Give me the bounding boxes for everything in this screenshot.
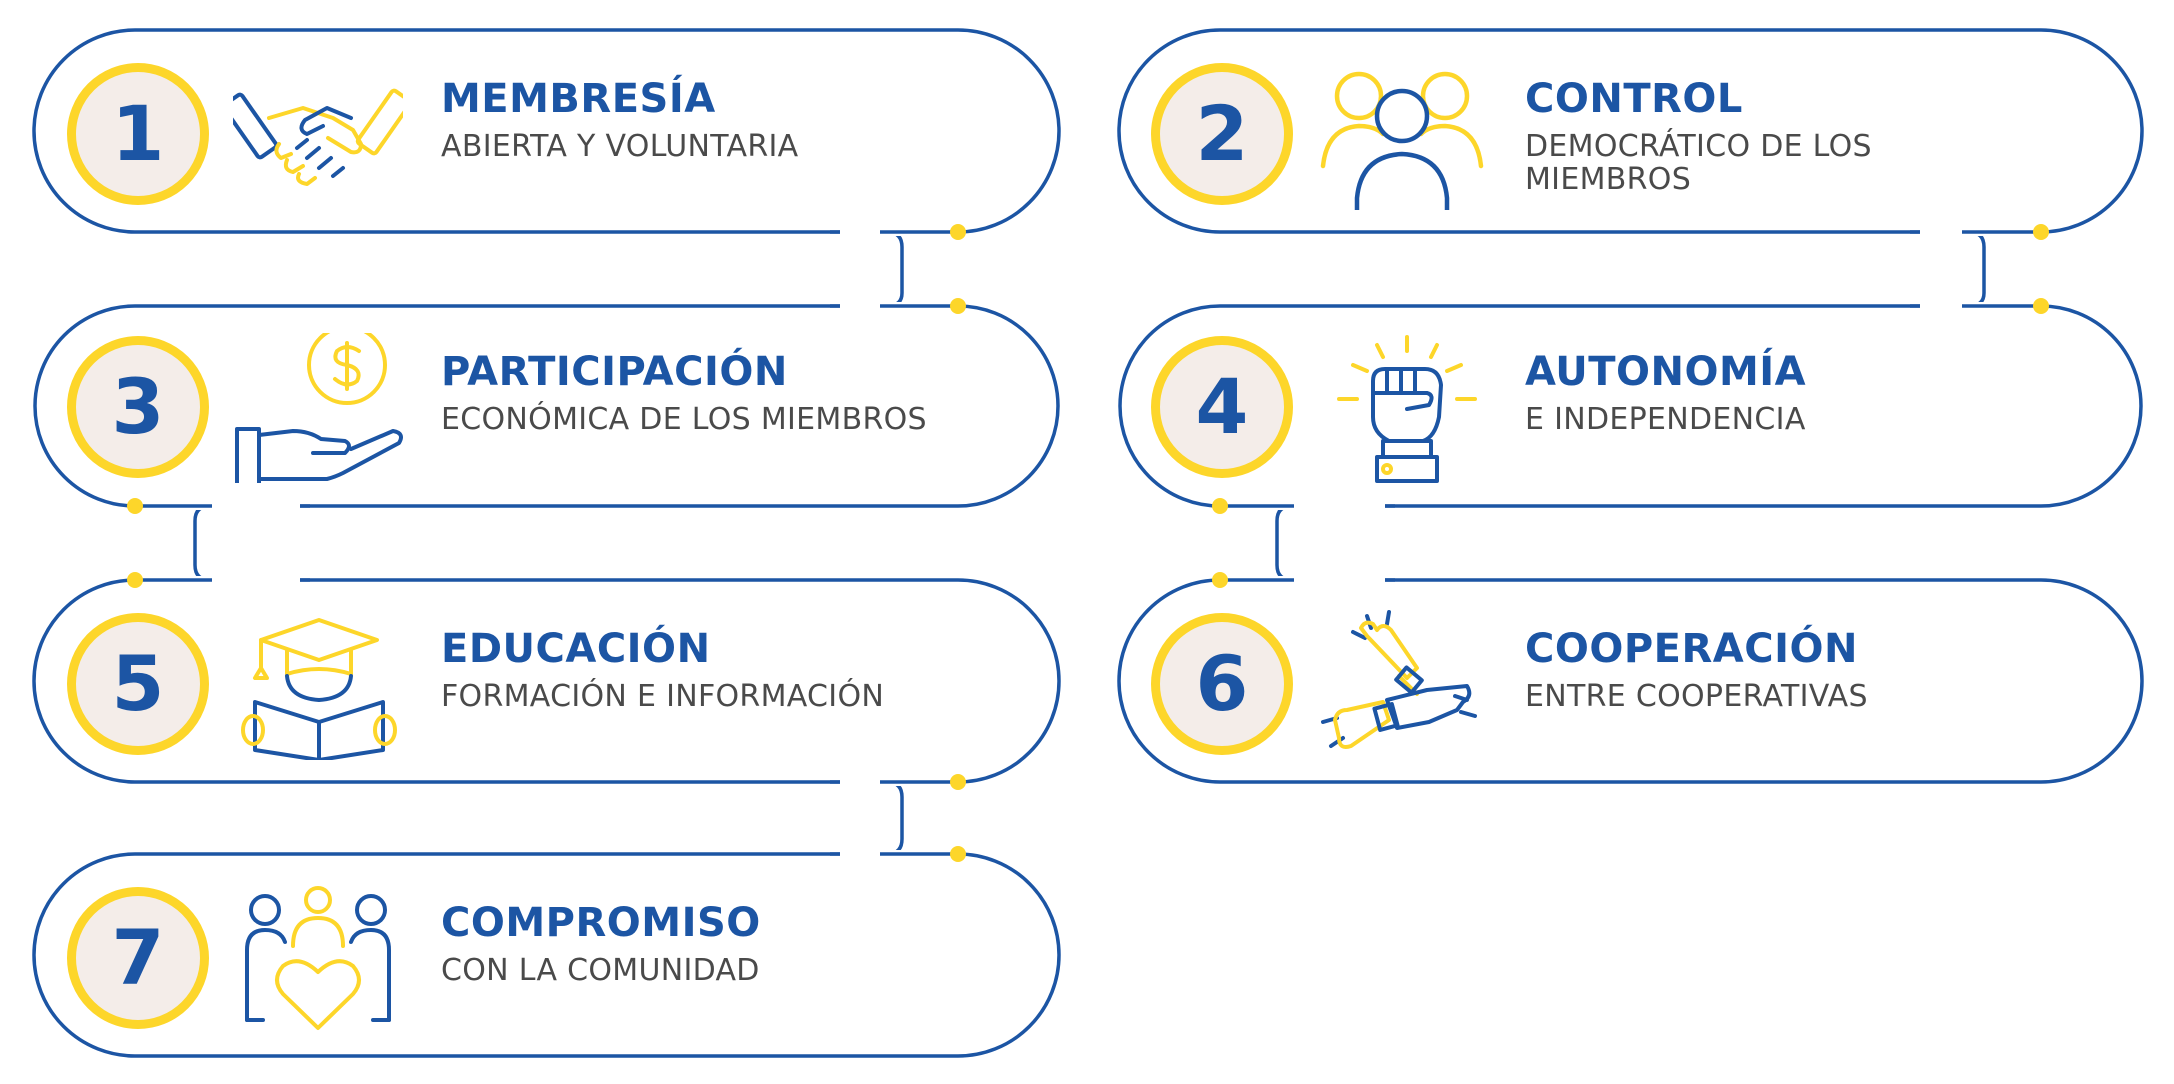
principle-subtitle: ABIERTA Y VOLUNTARIA <box>441 129 799 164</box>
principle-4: 4 AUTONOMÍA E INDEPENDENCIA <box>1117 303 2174 513</box>
community-heart-icon <box>245 886 391 1030</box>
track-right-6 <box>1117 578 2144 784</box>
graduate-reading-icon <box>241 618 397 760</box>
hand-coin-icon <box>235 333 403 483</box>
junction-dot <box>2033 298 2049 314</box>
raised-fist-icon <box>1337 335 1477 483</box>
handshake-icon <box>233 88 403 186</box>
link-right-2-4 <box>1910 230 1986 308</box>
junction-dot <box>950 224 966 240</box>
junction-dot <box>1212 572 1228 588</box>
joined-hands-icon <box>1321 610 1477 749</box>
link-left-1-3 <box>830 230 904 308</box>
track-right-2 <box>1117 28 2144 234</box>
principle-1: 1 MEMBRESÍA ABIERTA Y VOLUNTARIA <box>33 30 1093 240</box>
number-badge: 3 <box>67 336 209 478</box>
link-left-5-7 <box>830 780 904 856</box>
link-right-4-6 <box>1275 504 1395 582</box>
junction-dot <box>950 846 966 862</box>
junction-dot <box>950 774 966 790</box>
principle-5: 5 EDUCACIÓN FORMACIÓN E INFORMACIÓN <box>33 580 1093 790</box>
link-left-3-5 <box>193 504 310 582</box>
track-left-7 <box>32 852 1061 1058</box>
group-people-icon <box>1320 71 1484 210</box>
principle-7: 7 COMPROMISO CON LA COMUNIDAD <box>33 854 1093 1064</box>
principle-subtitle: ENTRE COOPERATIVAS <box>1525 679 1868 714</box>
number-badge: 6 <box>1151 613 1293 755</box>
principle-subtitle: CON LA COMUNIDAD <box>441 953 760 988</box>
principle-subtitle: E INDEPENDENCIA <box>1525 402 1806 437</box>
principle-3: 3 PARTICIPACIÓN ECONÓMICA DE LOS MIEMBRO… <box>33 303 1093 513</box>
principle-title: PARTICIPACIÓN <box>441 349 788 395</box>
principle-title: CONTROL <box>1525 76 1743 122</box>
junction-dot <box>1212 498 1228 514</box>
track-left-1 <box>32 28 1061 234</box>
track-left-5 <box>32 578 1061 784</box>
principle-title: COOPERACIÓN <box>1525 626 1858 672</box>
principle-6: 6 COOPERACIÓN ENTRE COOPERATIVAS <box>1117 580 2174 790</box>
junction-dot <box>127 572 143 588</box>
junction-dot <box>2033 224 2049 240</box>
principle-title: MEMBRESÍA <box>441 76 716 122</box>
principle-subtitle: ECONÓMICA DE LOS MIEMBROS <box>441 402 927 437</box>
number-badge: 1 <box>67 63 209 205</box>
principle-subtitle: FORMACIÓN E INFORMACIÓN <box>441 679 885 714</box>
principle-title: AUTONOMÍA <box>1525 349 1807 395</box>
junction-dot <box>950 298 966 314</box>
number-badge: 4 <box>1151 336 1293 478</box>
number-badge: 2 <box>1151 63 1293 205</box>
principle-subtitle: DEMOCRÁTICO DE LOS MIEMBROS <box>1525 129 1872 197</box>
principle-title: COMPROMISO <box>441 900 761 946</box>
principle-title: EDUCACIÓN <box>441 626 711 672</box>
number-badge: 7 <box>67 887 209 1029</box>
junction-dot <box>127 498 143 514</box>
number-badge: 5 <box>67 613 209 755</box>
principle-2: 2 CONTROL DEMOCRÁTICO DE LOS MIEMBROS <box>1117 30 2174 240</box>
